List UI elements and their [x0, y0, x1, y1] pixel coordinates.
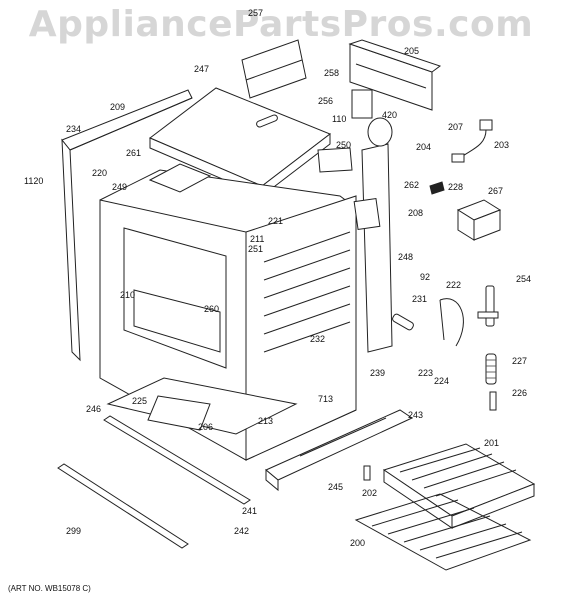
part-label-231: 231 [412, 294, 427, 304]
art-number: (ART NO. WB15078 C) [8, 584, 91, 593]
disc-part [367, 117, 393, 147]
part-label-239: 239 [370, 368, 385, 378]
burner-assembly [265, 409, 414, 492]
part-label-224: 224 [434, 376, 449, 386]
part-label-258: 258 [324, 68, 339, 78]
part-label-245: 245 [328, 482, 343, 492]
callout-labels: 257 205 247 258 256 209 110 420 234 207 203 250 204 2… [24, 8, 531, 548]
part-label-241: 241 [242, 506, 257, 516]
part-label-246: 246 [86, 404, 101, 414]
part-label-110: 110 [332, 114, 346, 124]
part-label-248: 248 [398, 252, 413, 262]
part-label-242: 242 [234, 526, 249, 536]
relay [351, 89, 373, 119]
hinge-arm [439, 298, 464, 347]
oven-floor [106, 377, 298, 435]
screw [363, 465, 371, 481]
part-label-208: 208 [408, 208, 423, 218]
part-label-260: 260 [204, 304, 219, 314]
part-label-243: 243 [408, 410, 423, 420]
kick-rail [57, 463, 189, 549]
part-label-228: 228 [448, 182, 463, 192]
part-label-210: 210 [120, 290, 135, 300]
bracket [317, 147, 353, 173]
part-label-207: 207 [448, 122, 463, 132]
part-label-221: 221 [268, 216, 283, 226]
front-rail [103, 415, 251, 505]
part-label-254: 254 [516, 274, 531, 284]
part-label-204: 204 [416, 142, 431, 152]
watermark: AppliancePartsPros.com [28, 4, 534, 45]
hinge [477, 285, 499, 327]
part-label-205: 205 [404, 46, 419, 56]
part-label-201: 201 [484, 438, 499, 448]
part-label-225: 225 [132, 396, 147, 406]
part-label-251: 251 [248, 244, 263, 254]
broiler-pan [382, 443, 536, 529]
lever-part [392, 313, 414, 331]
part-label-206: 206 [198, 422, 213, 432]
part-label-250: 250 [336, 140, 351, 150]
vent-cover [241, 39, 307, 99]
part-label-203: 203 [494, 140, 509, 150]
part-label-299: 299 [66, 526, 81, 536]
part-label-213: 213 [258, 416, 273, 426]
spring [485, 353, 497, 385]
part-label-267: 267 [488, 186, 503, 196]
part-label-256: 256 [318, 96, 333, 106]
roller [489, 391, 497, 411]
part-label-232: 232 [310, 334, 325, 344]
part-label-420: 420 [382, 110, 397, 120]
part-label-262: 262 [404, 180, 419, 190]
part-label-247: 247 [194, 64, 209, 74]
small-clip [429, 181, 445, 195]
part-label-1120: 1120 [24, 176, 43, 186]
part-label-261: 261 [126, 148, 141, 158]
part-label-209: 209 [110, 102, 125, 112]
part-label-200: 200 [350, 538, 365, 548]
part-label-249: 249 [112, 182, 127, 192]
wire-harness [451, 119, 493, 163]
part-label-257: 257 [248, 8, 263, 18]
part-label-234: 234 [66, 124, 81, 134]
backguard [348, 39, 442, 111]
part-label-222: 222 [446, 280, 461, 290]
part-label-227: 227 [512, 356, 527, 366]
part-label-202: 202 [362, 488, 377, 498]
part-label-223: 223 [418, 368, 433, 378]
part-label-220: 220 [92, 168, 107, 178]
oven-rack [354, 493, 532, 571]
part-label-211: 211 [250, 234, 264, 244]
side-panel-left [61, 89, 193, 362]
part-label-92: 92 [420, 272, 430, 282]
manifold-panel [353, 143, 393, 353]
block-part [456, 199, 502, 241]
part-label-713: 713 [318, 394, 333, 404]
part-label-226: 226 [512, 388, 527, 398]
